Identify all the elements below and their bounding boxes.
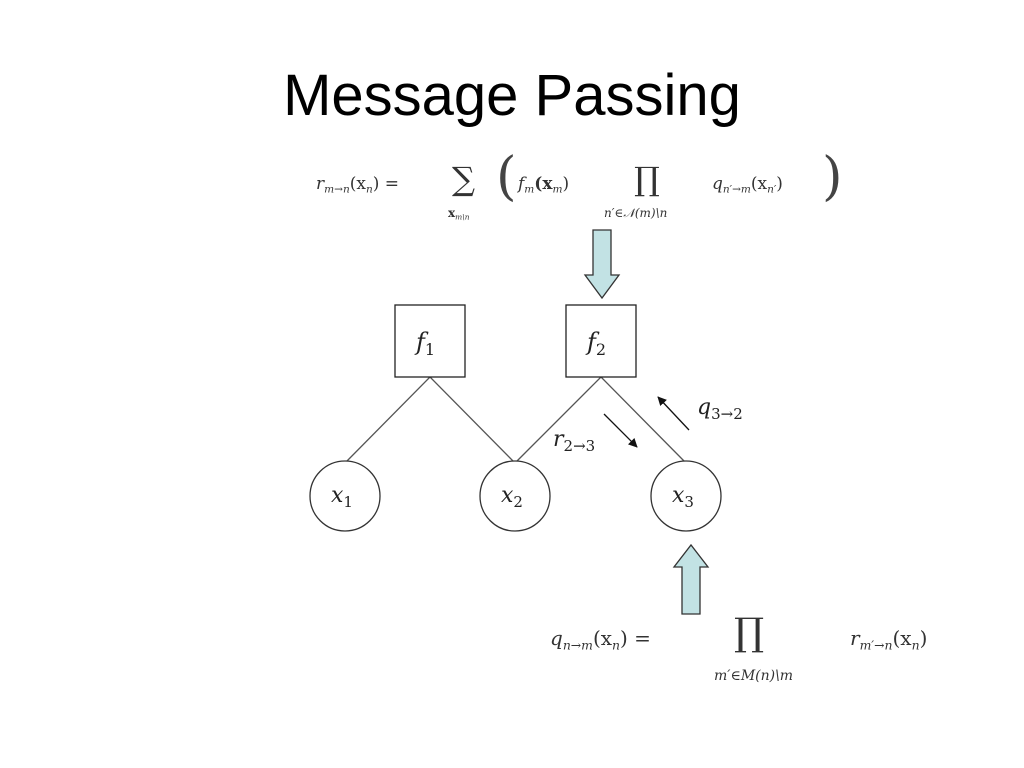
open-paren: ( [496, 146, 517, 207]
graph-edges [344, 376, 687, 464]
product-underscript-2: m′∈M(n)\m [714, 668, 794, 684]
formula-q-r: r [850, 626, 860, 650]
formula-r-q-arg-sub: n′ [767, 183, 777, 196]
sum-underscript: xm\n [448, 206, 470, 222]
svg-text:x2: x2 [501, 483, 523, 511]
formula-q-lhs-arg-end: ) = [620, 626, 651, 650]
formula-r-f-arg-end: ) [562, 174, 570, 194]
formula-r-q: q [712, 174, 723, 194]
down-block-arrow [583, 229, 621, 300]
message-q-arrow [657, 396, 690, 431]
formula-q-r-sub: m′→n [859, 637, 893, 653]
formula-r-f: f [518, 174, 525, 194]
formula-r-f-arg-sub: m [552, 183, 563, 196]
variable-node-x2: x2 [479, 460, 551, 532]
factor-node-f2: f2 [565, 304, 637, 378]
factor-to-variable-formula: rm→n(xn) = ∑ xm\n ( fm(xm) ∏ n′∈𝒩(m)\n q… [316, 146, 846, 230]
formula-q-r-arg: (x [892, 626, 912, 650]
svg-text:x3: x3 [672, 483, 694, 511]
formula-q-lhs-arg: (x [592, 626, 613, 650]
message-r-arrow [603, 413, 638, 448]
formula-q-r-arg-sub: n [911, 637, 920, 653]
formula-r-lhs-arg-sub: n [365, 183, 373, 196]
formula-r-lhs: r [316, 174, 325, 194]
edge-f1-x1 [344, 376, 431, 464]
formula-q-lhs: q [550, 626, 563, 650]
formula-r-f-sub: m [524, 183, 535, 196]
formula-r-q-arg: (x [750, 174, 768, 194]
variable-node-x1: x1 [309, 460, 381, 532]
variable-node-x3: x3 [650, 460, 722, 532]
formula-r-lhs-sub: m→n [324, 183, 350, 196]
formula-r-lhs-arg-end: ) = [372, 174, 400, 194]
edge-f1-x2 [429, 376, 516, 464]
up-block-arrow [672, 543, 710, 615]
formula-q-lhs-sub: n→m [562, 637, 593, 653]
formula-r-q-arg-end: ) [776, 174, 783, 194]
variable-to-factor-formula: qn→m(xn) = ∏ m′∈M(n)\m rm′→n(xn) [550, 610, 990, 692]
formula-r-q-sub: n′→m [722, 183, 751, 196]
message-r-label: r2→3 [553, 427, 595, 455]
svg-text:x1: x1 [331, 483, 353, 511]
slide-title: Message Passing [283, 63, 741, 128]
formula-r-lhs-arg: (x [349, 174, 366, 194]
formula-r-f-arg: (x [534, 174, 553, 194]
edge-f2-x3 [600, 376, 687, 464]
formula-q-r-arg-end: ) [919, 626, 928, 650]
product-symbol-2: ∏ [734, 610, 765, 654]
close-paren: ) [822, 146, 843, 207]
formula-q-lhs-arg-sub: n [612, 637, 621, 653]
factor-node-f1: f1 [394, 304, 466, 378]
edge-f2-x2 [514, 376, 602, 464]
product-symbol: ∏ [634, 160, 660, 198]
message-q-label: q3→2 [697, 395, 743, 423]
product-underscript: n′∈𝒩(m)\n [604, 206, 668, 220]
sum-symbol: ∑ [452, 160, 476, 198]
